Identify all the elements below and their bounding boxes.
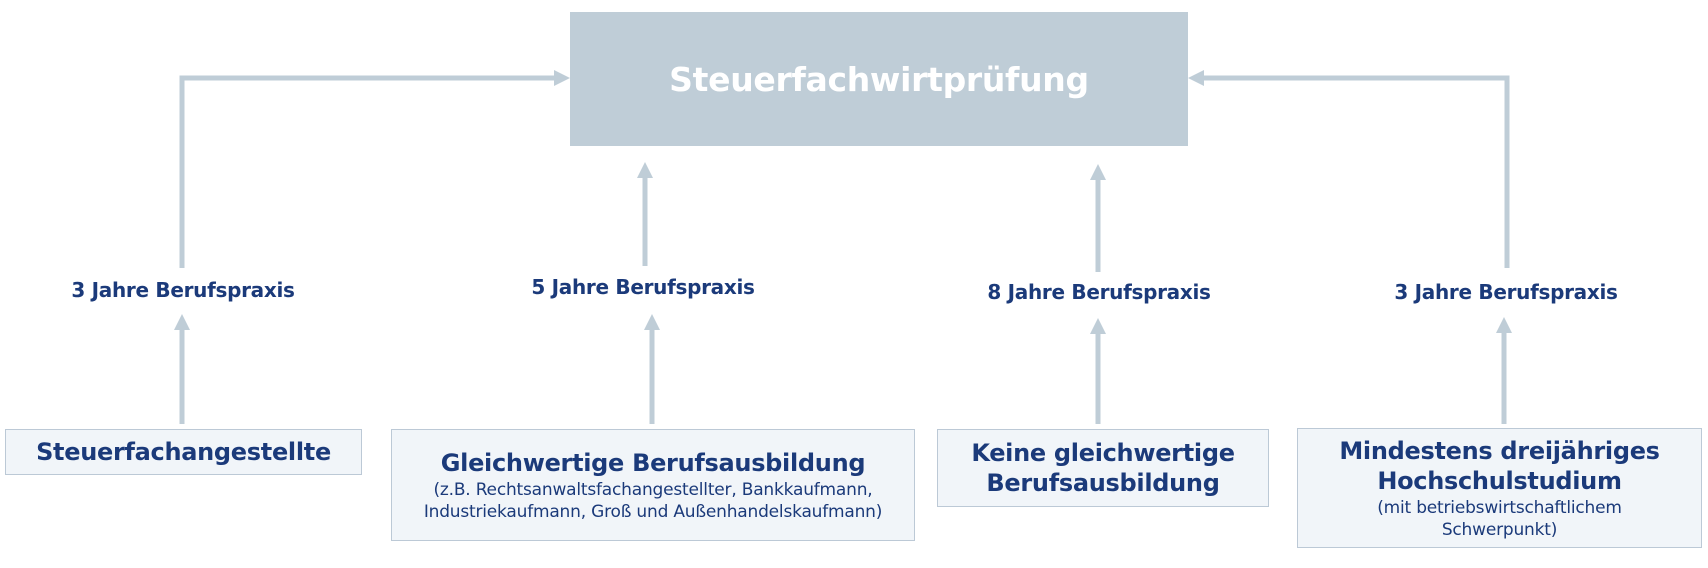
qualification-title-2: Gleichwertige Berufsausbildung bbox=[440, 448, 866, 477]
arrowhead-target-right bbox=[1188, 70, 1204, 86]
qualification-box-4: Mindestens dreijähriges Hochschulstudium… bbox=[1297, 428, 1702, 548]
qualification-box-2: Gleichwertige Berufsausbildung (z.B. Rec… bbox=[391, 429, 915, 541]
arrowhead-box-2-label bbox=[644, 314, 660, 330]
arrowhead-box-4-label bbox=[1496, 317, 1512, 333]
connector-path-4-to-target bbox=[1202, 75, 1510, 268]
qualification-title-1: Steuerfachangestellte bbox=[36, 438, 331, 466]
qualification-title-4: Mindestens dreijähriges Hochschulstudium bbox=[1339, 436, 1660, 495]
arrowhead-path-2-target bbox=[637, 162, 653, 178]
experience-label-2: 5 Jahre Berufspraxis bbox=[531, 275, 755, 299]
experience-label-4: 3 Jahre Berufspraxis bbox=[1394, 280, 1618, 304]
arrowhead-path-3-target bbox=[1090, 164, 1106, 180]
arrowhead-box-3-label bbox=[1090, 318, 1106, 334]
target-exam-title: Steuerfachwirtprüfung bbox=[669, 59, 1089, 99]
qualification-box-1: Steuerfachangestellte bbox=[5, 429, 362, 475]
experience-label-1: 3 Jahre Berufspraxis bbox=[71, 278, 295, 302]
qualification-note-4: (mit betriebswirtschaftlichem Schwerpunk… bbox=[1377, 497, 1622, 540]
connector-path-1-to-target bbox=[179, 75, 556, 268]
target-exam-box: Steuerfachwirtprüfung bbox=[570, 12, 1188, 146]
qualification-note-2: (z.B. Rechtsanwaltsfachangestellter, Ban… bbox=[423, 479, 883, 522]
experience-label-3: 8 Jahre Berufspraxis bbox=[987, 280, 1211, 304]
qualification-box-3: Keine gleichwertige Berufsausbildung bbox=[937, 429, 1269, 507]
arrowhead-box-1-label bbox=[174, 314, 190, 330]
qualification-title-3: Keine gleichwertige Berufsausbildung bbox=[971, 439, 1235, 497]
arrowhead-target-left bbox=[554, 70, 570, 86]
